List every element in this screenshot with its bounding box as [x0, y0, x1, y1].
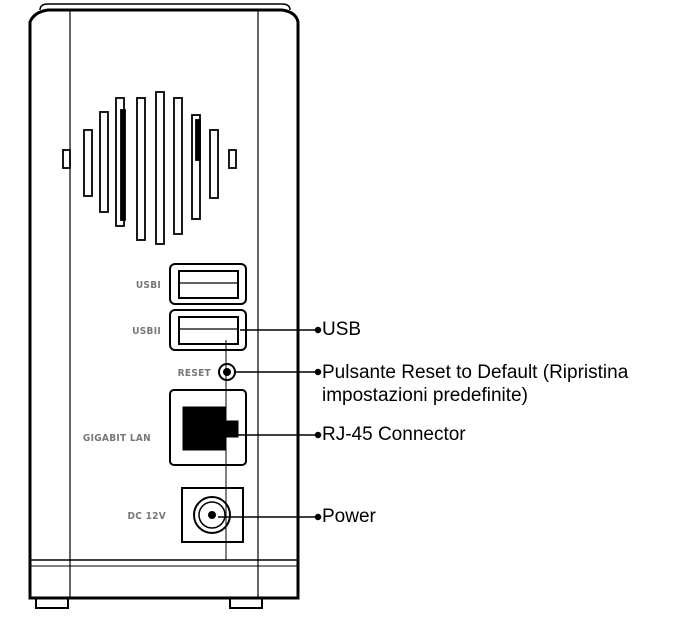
callout-leaders [218, 326, 322, 521]
usb2-port [169, 309, 247, 351]
usb1-label: USBI [136, 280, 161, 291]
callout-usb: USB [322, 319, 362, 340]
callout-rj45: RJ-45 Connector [322, 424, 466, 445]
device-feet [35, 597, 263, 609]
callout-reset-line2: impostazioni predefinite) [322, 385, 528, 406]
lan-port [169, 389, 247, 466]
device-body [28, 3, 300, 600]
reset-label: RESET [178, 368, 212, 379]
ventilation-grille [62, 91, 237, 245]
callout-power: Power [322, 506, 376, 527]
usb2-label: USBII [132, 326, 161, 337]
power-label: DC 12V [128, 511, 167, 522]
usb1-port [169, 263, 247, 305]
power-jack [181, 487, 244, 543]
reset-button [218, 363, 236, 381]
lan-label: GIGABIT LAN [83, 433, 151, 444]
callout-reset-line1: Pulsante Reset to Default (Ripristina [322, 362, 629, 383]
